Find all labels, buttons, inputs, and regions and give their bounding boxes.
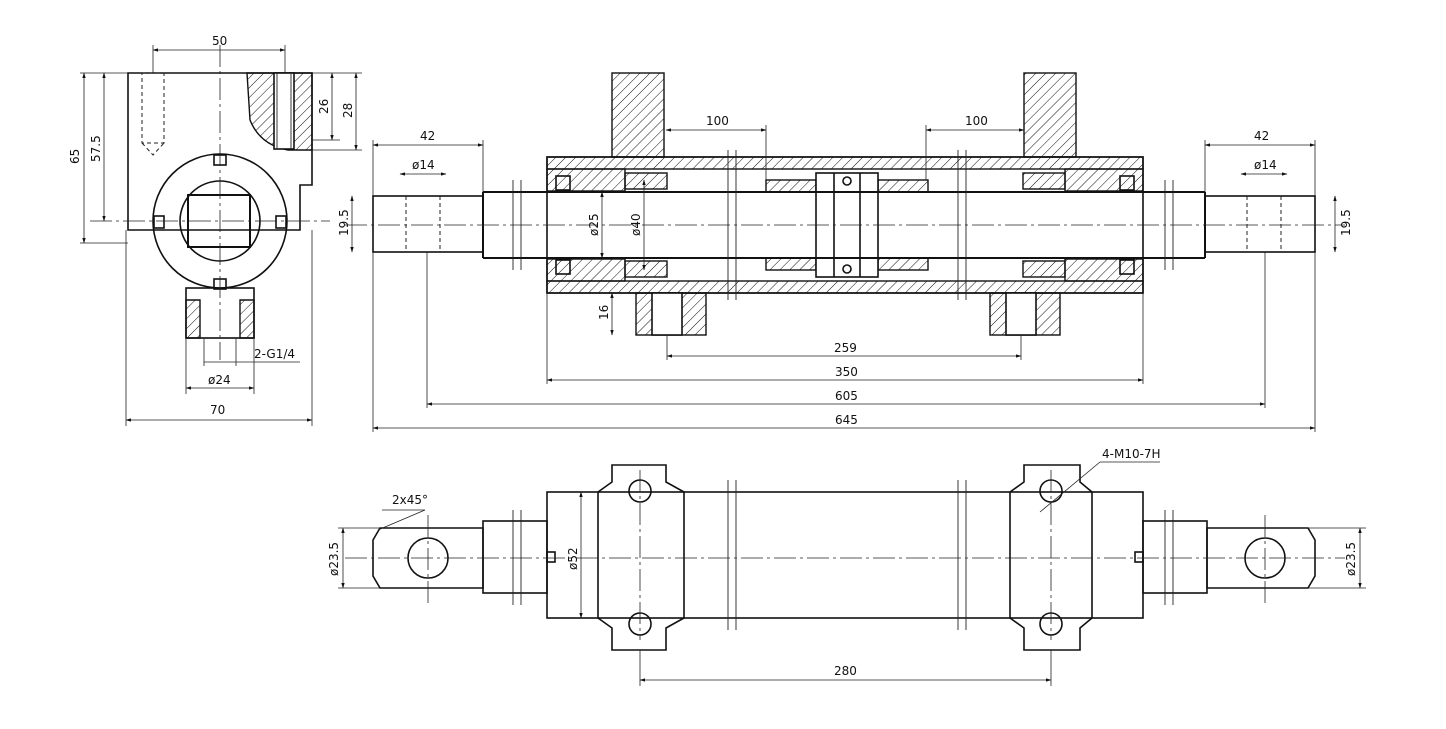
- side-dim-width-total: 70: [210, 403, 225, 417]
- plan-dim-bolt-spacing: 280: [834, 664, 857, 678]
- section-dim-stub-spacing: 605: [835, 389, 858, 403]
- side-dim-height-axis: 57.5: [89, 135, 103, 162]
- plan-dim-chamfer: 2x45°: [392, 493, 428, 507]
- section-dim-flat-right: 19.5: [1339, 209, 1353, 236]
- section-dim-port-depth: 16: [597, 305, 611, 320]
- plan-dim-barrel-dia: ø52: [566, 547, 580, 570]
- section-dim-mount-left: 100: [706, 114, 729, 128]
- side-dim-port-thread: 2-G1/4: [254, 347, 295, 361]
- section-dim-mount-right: 100: [965, 114, 988, 128]
- section-dim-flat-left: 19.5: [337, 209, 351, 236]
- side-dim-width-top: 50: [212, 34, 227, 48]
- section-dim-stub-dia-right: ø14: [1254, 158, 1277, 172]
- side-dim-thread-depth: 26: [317, 99, 331, 114]
- section-dim-stub-left: 42: [420, 129, 435, 143]
- section-dim-rod-dia: ø25: [587, 213, 601, 236]
- side-view: 50 65 57.5 26 28 ø24 2-G1/4 70: [68, 34, 362, 426]
- section-view: 42 42 ø14 ø14 19.5 19.5 ø25 ø40 100 100 …: [337, 72, 1353, 432]
- section-dim-overall-length: 645: [835, 413, 858, 427]
- section-dim-port-spacing: 259: [834, 341, 857, 355]
- section-dim-stub-dia-left: ø14: [412, 158, 435, 172]
- side-dim-height-total: 65: [68, 149, 82, 164]
- side-dim-port-dia: ø24: [208, 373, 231, 387]
- section-dim-stub-right: 42: [1254, 129, 1269, 143]
- section-dim-bore-dia: ø40: [629, 213, 643, 236]
- plan-dim-end-dia-right: ø23.5: [1344, 542, 1358, 576]
- plan-dim-end-dia-left: ø23.5: [327, 542, 341, 576]
- section-dim-barrel-length: 350: [835, 365, 858, 379]
- plan-dim-bolt-callout: 4-M10-7H: [1102, 447, 1161, 461]
- plan-view: 4-M10-7H 2x45° ø23.5 ø23.5 ø52 280: [327, 447, 1366, 686]
- side-dim-boss-height: 28: [341, 103, 355, 118]
